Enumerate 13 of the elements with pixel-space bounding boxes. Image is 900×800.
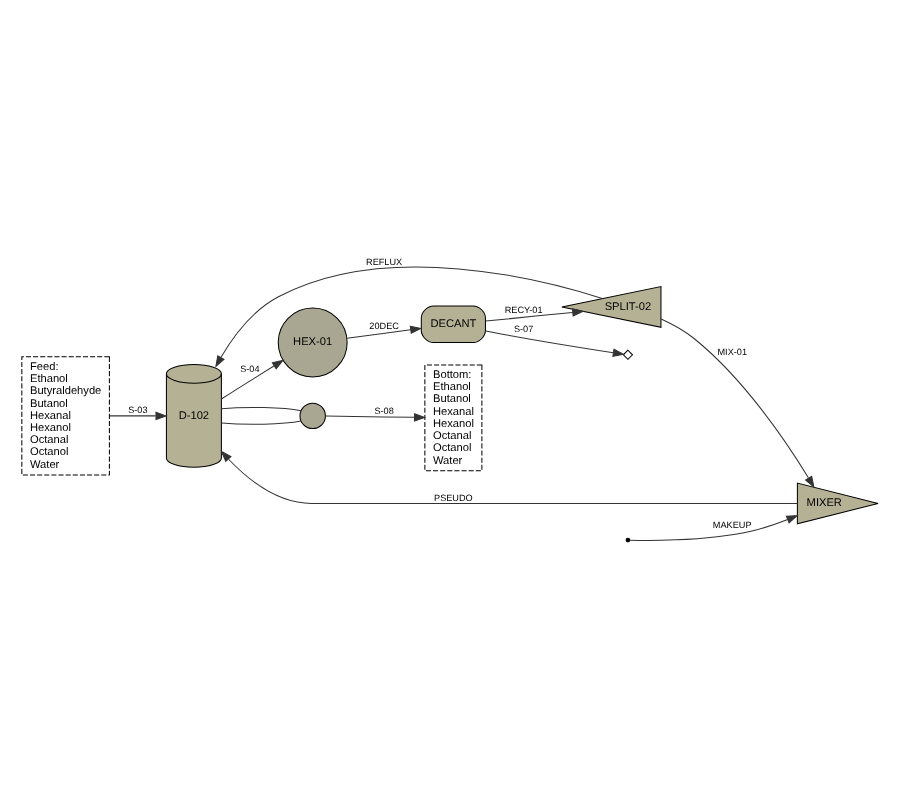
arrow — [325, 413, 427, 422]
arrow — [485, 330, 625, 357]
arrow — [346, 325, 423, 339]
connector — [220, 420, 302, 425]
node-circle — [299, 402, 326, 430]
arrow — [220, 450, 798, 504]
connector — [220, 407, 302, 412]
arrow — [109, 411, 168, 421]
arrow — [485, 308, 585, 322]
arrow — [660, 318, 815, 489]
arrow — [215, 266, 603, 368]
arrow — [629, 515, 799, 541]
arrow — [220, 359, 285, 400]
